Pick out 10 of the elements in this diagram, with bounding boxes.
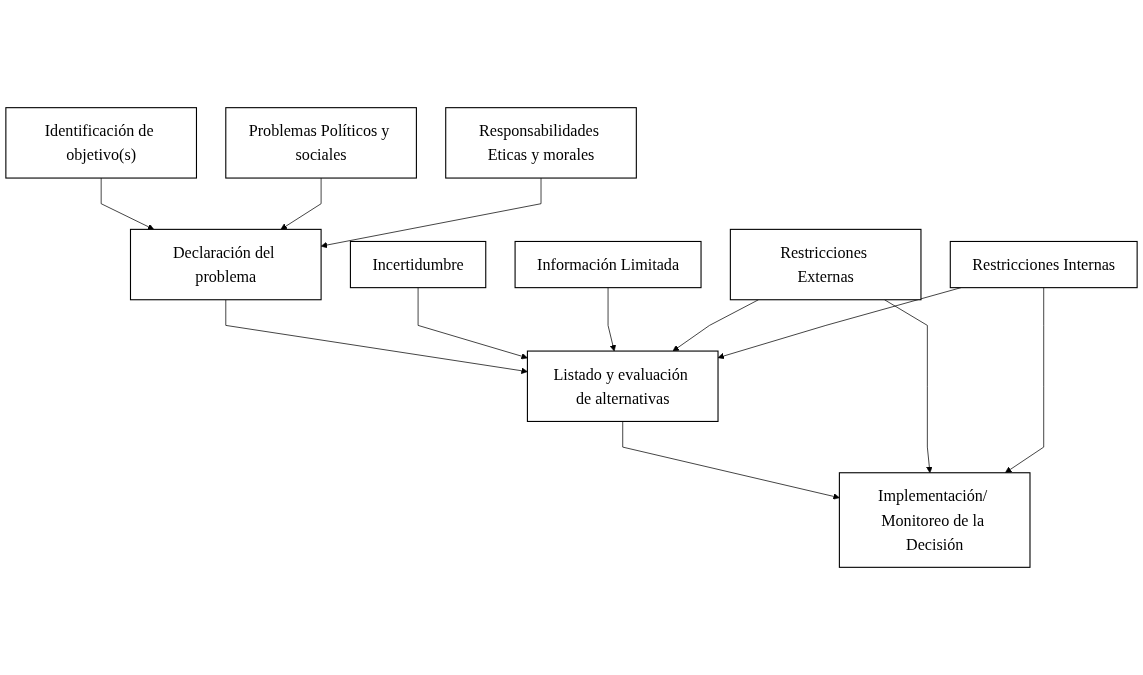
- node-box: Problemas Políticos y sociales: [225, 107, 417, 179]
- node-box: Responsabilidades Eticas y morales: [445, 107, 637, 179]
- node-box: Implementación/ Monitoreo de la Decisión: [838, 472, 1031, 568]
- node-box: Incertidumbre: [349, 240, 487, 289]
- node-box: Identificación de objetivo(s): [5, 107, 197, 179]
- node-box: Información Limitada: [514, 240, 702, 289]
- node-box: Listado y evaluación de alternativas: [526, 350, 719, 422]
- node-box: Declaración del problema: [129, 228, 322, 301]
- node-box: Restricciones Externas: [729, 228, 922, 301]
- node-box: Restricciones Internas: [949, 240, 1138, 289]
